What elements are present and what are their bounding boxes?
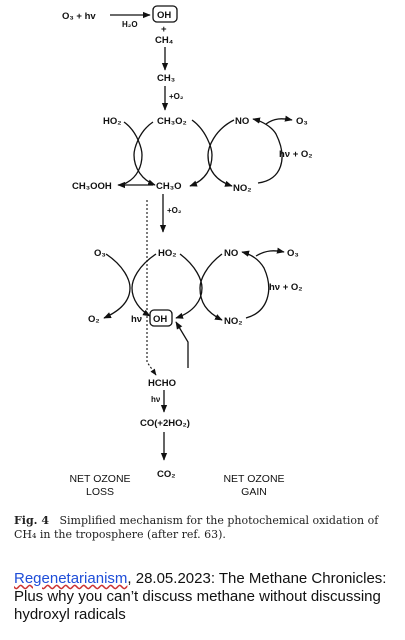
ch3o2-to-ch3o-curve xyxy=(133,121,156,186)
plus-label: + xyxy=(161,24,167,35)
no-to-no2-curve-2 xyxy=(199,253,223,321)
no2-label-2: NO₂ xyxy=(224,316,242,327)
ch4-label: CH₄ xyxy=(155,35,174,46)
co2-label: CO₂ xyxy=(157,469,175,480)
ho2-to-oh-right-curve xyxy=(175,253,203,319)
o3-label-2: O₃ xyxy=(94,248,106,259)
hv-label-3: hν xyxy=(151,395,161,404)
hv-o2-label-2: hν + O₂ xyxy=(269,282,303,293)
h2o-label: H₂O xyxy=(122,20,138,29)
no2-label-1: NO₂ xyxy=(233,183,251,194)
to-oh-return-arrow xyxy=(175,321,189,368)
figure-caption: Fig. 4 Simplified mechanism for the phot… xyxy=(14,514,394,542)
hcho-label: HCHO xyxy=(148,378,176,389)
ho2-to-oh-curve xyxy=(131,253,157,317)
net-ozone-loss-line1: NET OZONE xyxy=(69,473,130,485)
net-ozone-loss-line2: LOSS xyxy=(86,486,114,498)
ch3-label: CH₃ xyxy=(157,73,175,84)
dotted-to-hcho-arrow xyxy=(146,200,157,376)
no-label-1: NO xyxy=(235,116,249,127)
o3-hv-label: O₃ + hv xyxy=(62,11,96,22)
no2-to-no-curve-2 xyxy=(241,250,270,319)
ch3o2-label: CH₃O₂ xyxy=(157,116,187,127)
regenetarianism-link[interactable]: Regenetarianism xyxy=(14,570,128,587)
ho2-label-1: HO₂ xyxy=(103,116,121,127)
source-note-text: , 28.05.2023: The Methane Chronicles: Pl… xyxy=(14,570,387,623)
o3-label-1: O₃ xyxy=(296,116,308,127)
source-note: Regenetarianism, 28.05.2023: The Methane… xyxy=(14,570,399,624)
ch3ooh-label: CH₃OOH xyxy=(72,181,112,192)
figure-caption-text: Simplified mechanism for the photochemic… xyxy=(14,514,379,541)
no2-to-no-curve-1 xyxy=(252,117,283,184)
o3-right-label: O₃ xyxy=(287,248,299,259)
oh-top-box xyxy=(152,5,178,23)
hv-label-2: hν xyxy=(131,314,142,325)
figure-number: Fig. 4 xyxy=(14,514,49,527)
co-label: CO(+2HO₂) xyxy=(140,418,190,429)
net-ozone-gain-line1: NET OZONE xyxy=(223,473,284,485)
no-label-2: NO xyxy=(224,248,238,259)
plus-o2-label-2: +O₂ xyxy=(167,206,182,215)
net-ozone-gain-line2: GAIN xyxy=(241,486,267,498)
o2-label: O₂ xyxy=(88,314,100,325)
ho2-curve-left xyxy=(123,121,143,185)
oh-label-2: OH xyxy=(153,314,167,325)
oh-box-2 xyxy=(149,309,173,327)
hv-o2-label-1: hν + O₂ xyxy=(279,149,313,160)
ch3o2-to-ch3o-right-curve xyxy=(189,119,213,187)
oh-top-label: OH xyxy=(157,10,171,21)
ch3o-label: CH₃O xyxy=(156,181,182,192)
to-o3-arrow-2 xyxy=(255,247,285,257)
o3-to-o2-curve xyxy=(103,253,131,319)
plus-o2-label-1: +O₂ xyxy=(169,92,184,101)
to-o3-arrow-1 xyxy=(265,115,293,125)
ho2-label-2: HO₂ xyxy=(158,248,176,259)
no-to-no2-curve-1 xyxy=(207,119,235,187)
